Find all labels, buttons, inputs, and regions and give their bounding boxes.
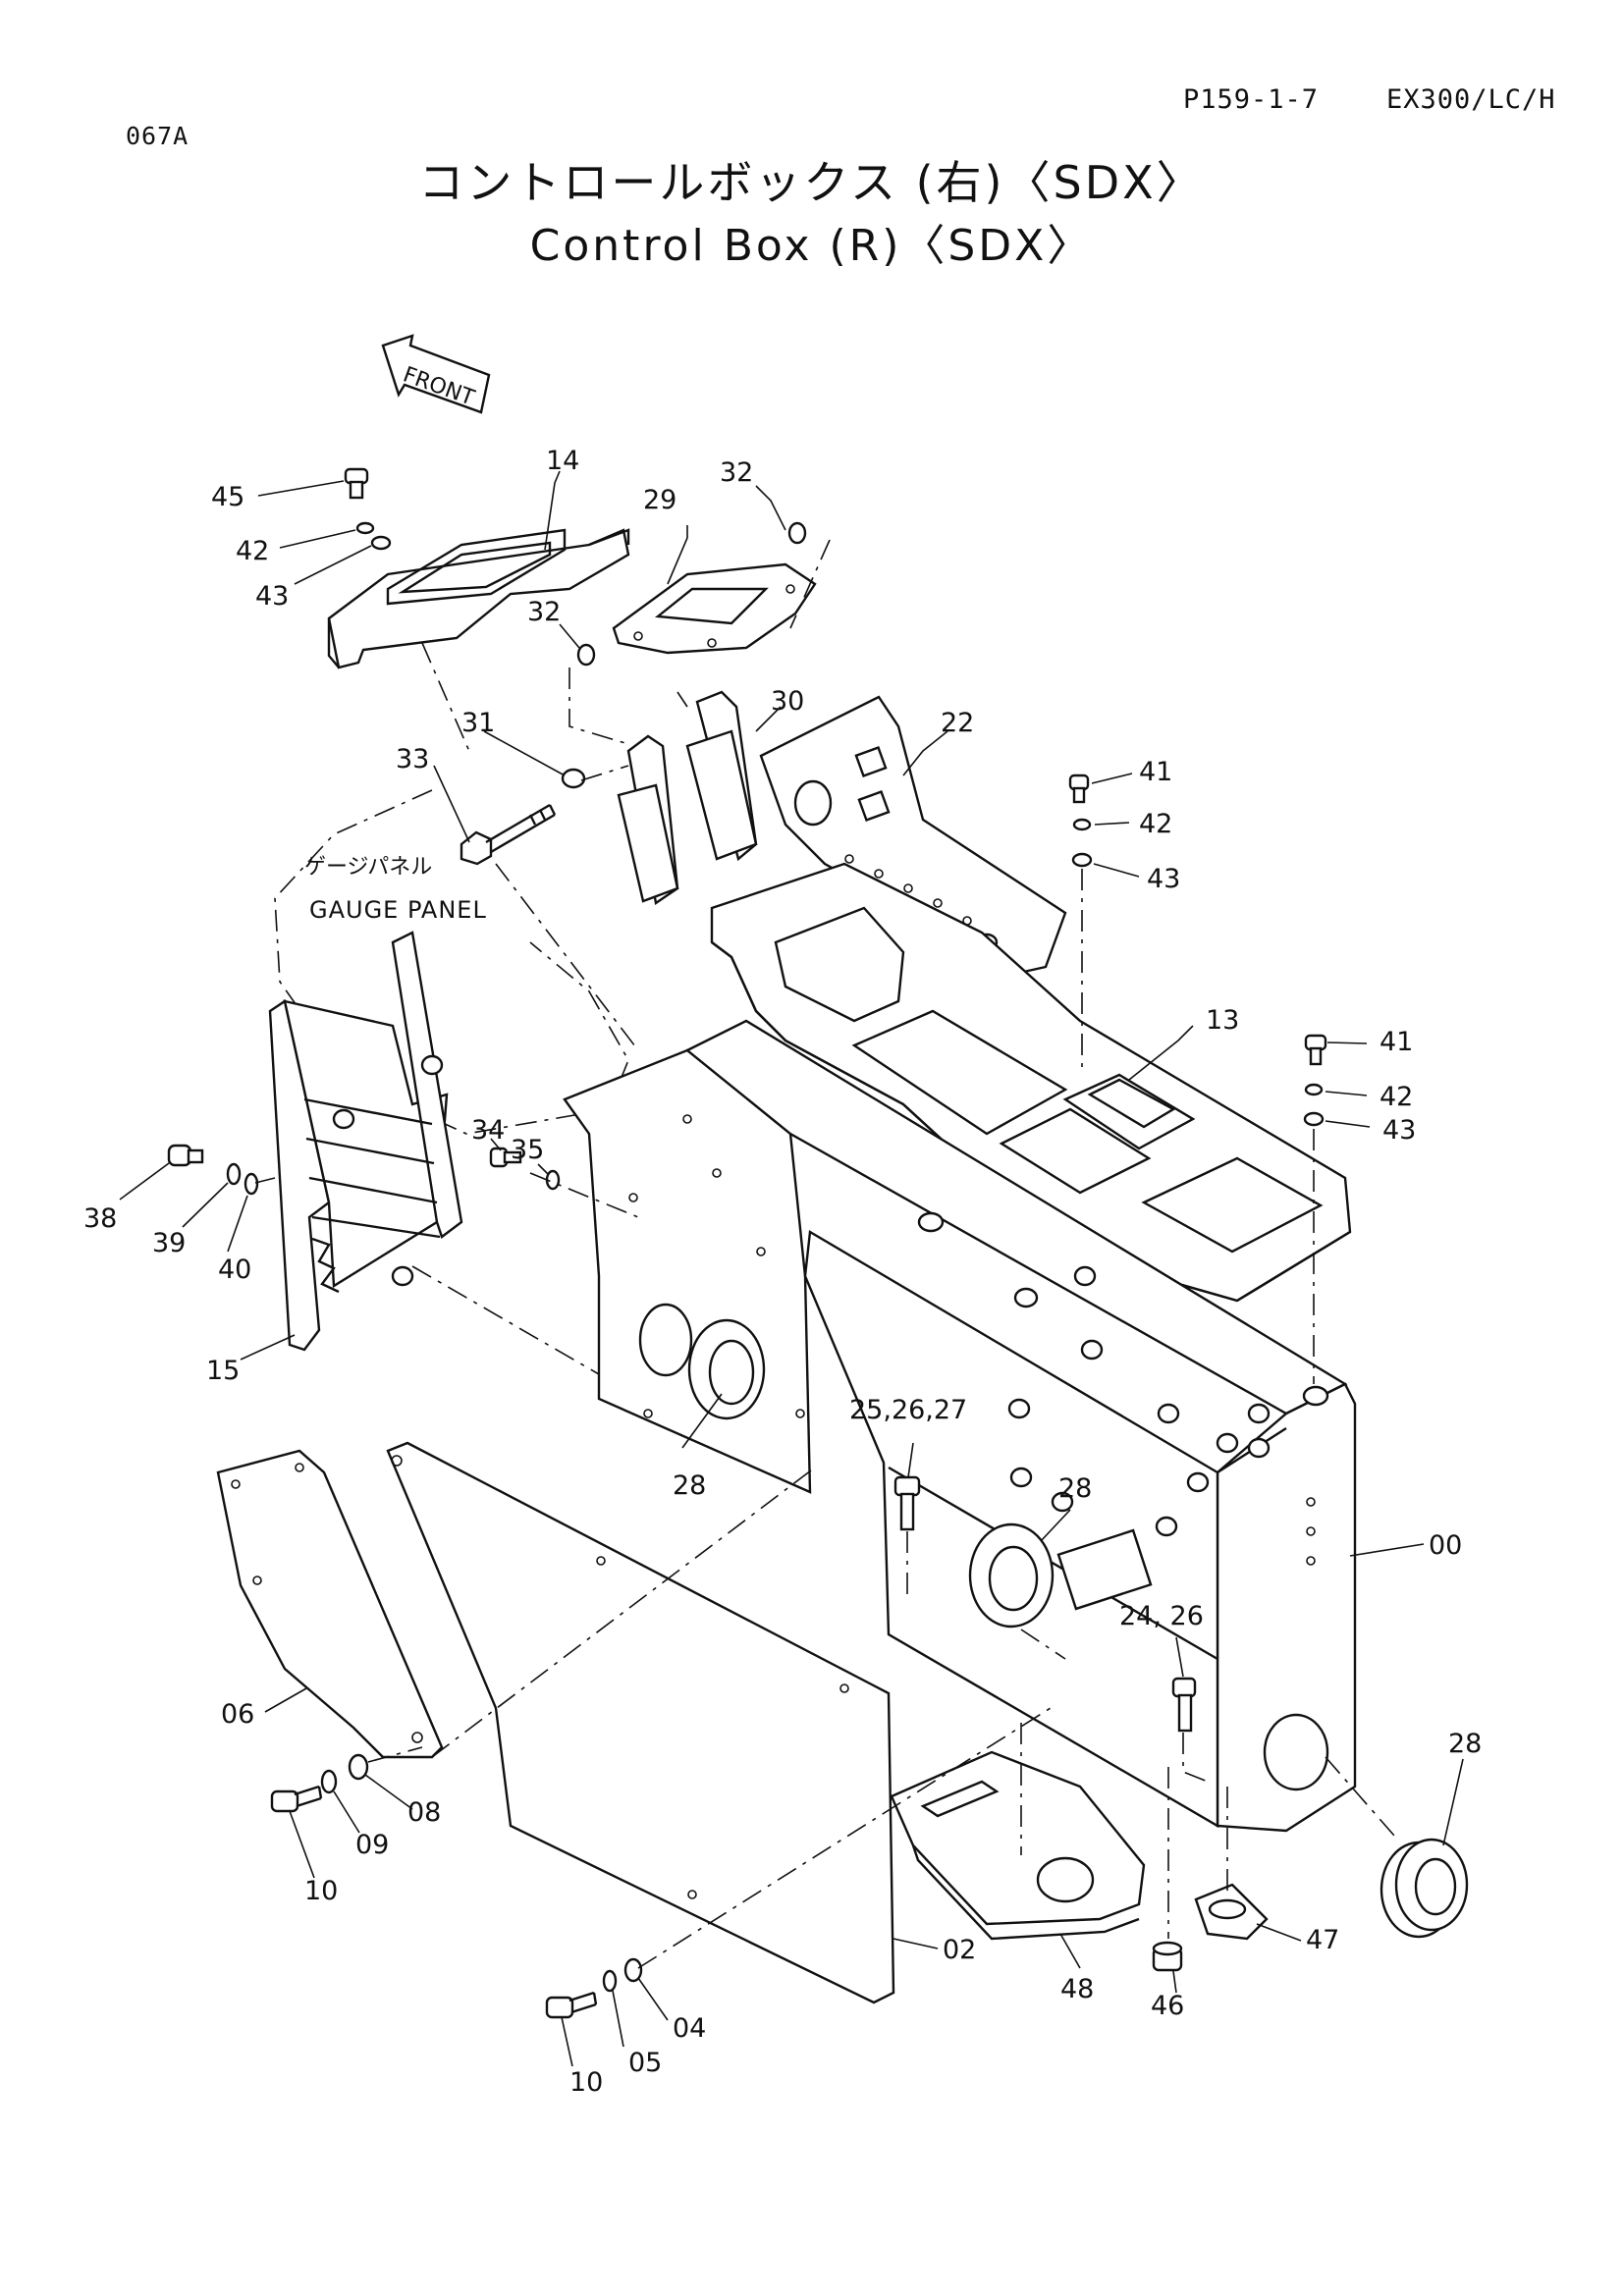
bolt-10b bbox=[545, 1991, 598, 2019]
front-arrow-icon: FRONT bbox=[381, 334, 491, 414]
callout-10a: 10 bbox=[304, 1876, 338, 1906]
part-14-upper-cover bbox=[327, 528, 630, 669]
callout-41b: 41 bbox=[1380, 1027, 1413, 1057]
callout-06: 06 bbox=[221, 1699, 254, 1730]
callout-29: 29 bbox=[643, 485, 676, 515]
callout-42a: 42 bbox=[236, 536, 269, 566]
screw-41a bbox=[1068, 774, 1090, 804]
callout-labels: 45 14 32 42 43 29 32 30 31 33 22 41 42 4… bbox=[83, 446, 1482, 2098]
page-reference: P159-1-7 bbox=[1183, 84, 1320, 115]
callout-48: 48 bbox=[1060, 1974, 1094, 2004]
model-number: EX300/LC/H bbox=[1386, 84, 1556, 115]
callout-04: 04 bbox=[673, 2013, 706, 2044]
lock-washer-42a bbox=[355, 521, 375, 535]
callout-15: 15 bbox=[206, 1356, 240, 1386]
grommet-47 bbox=[1194, 1883, 1269, 1941]
washer-08 bbox=[348, 1753, 369, 1781]
callout-31: 31 bbox=[461, 708, 495, 738]
front-label: FRONT bbox=[400, 362, 478, 410]
callout-38: 38 bbox=[83, 1203, 117, 1234]
grommet-28 bbox=[1380, 1838, 1469, 1939]
lock-washer-05 bbox=[602, 1969, 618, 1993]
callout-45: 45 bbox=[211, 482, 244, 512]
bolt-25-26-27 bbox=[893, 1475, 921, 1531]
lock-washer-40 bbox=[243, 1172, 259, 1196]
callout-00: 00 bbox=[1429, 1530, 1462, 1561]
washer-39 bbox=[226, 1162, 242, 1186]
part-30-bracket bbox=[617, 690, 758, 906]
callout-43b: 43 bbox=[1147, 864, 1180, 894]
callout-24-26: 24, 26 bbox=[1119, 1601, 1204, 1631]
callout-32b: 32 bbox=[527, 597, 561, 627]
callout-28a: 28 bbox=[673, 1470, 706, 1501]
washer-31 bbox=[561, 768, 586, 789]
lock-washer-42c bbox=[1304, 1083, 1324, 1096]
lock-washer-09 bbox=[320, 1769, 338, 1794]
callout-46: 46 bbox=[1151, 1991, 1184, 2021]
callout-22: 22 bbox=[941, 708, 974, 738]
callout-10b: 10 bbox=[569, 2067, 603, 2098]
screw-38 bbox=[167, 1144, 204, 1167]
callout-40: 40 bbox=[218, 1255, 251, 1285]
callout-13: 13 bbox=[1206, 1005, 1239, 1036]
screw-41b bbox=[1304, 1034, 1327, 1066]
callout-35: 35 bbox=[511, 1135, 544, 1165]
callout-28b: 28 bbox=[1058, 1473, 1092, 1504]
bolt-10a bbox=[270, 1785, 323, 1813]
bolt-33 bbox=[460, 803, 557, 866]
bolt-24-26 bbox=[1171, 1677, 1197, 1733]
alignment-lines bbox=[254, 539, 1395, 1969]
callout-39: 39 bbox=[152, 1228, 186, 1258]
callout-28c: 28 bbox=[1448, 1729, 1482, 1759]
title-japanese: コントロールボックス (右)〈SDX〉 bbox=[418, 156, 1205, 209]
callout-43a: 43 bbox=[255, 581, 289, 612]
washer-04 bbox=[623, 1957, 643, 1983]
callout-32a: 32 bbox=[720, 457, 753, 488]
callout-25-26-27: 25,26,27 bbox=[849, 1395, 967, 1425]
leader-lines bbox=[119, 470, 1464, 2067]
callout-14: 14 bbox=[546, 446, 579, 476]
screw-45 bbox=[344, 467, 369, 500]
washer-43a bbox=[370, 535, 392, 551]
callout-41a: 41 bbox=[1139, 757, 1172, 787]
drawing-code: 067A bbox=[126, 122, 189, 150]
part-06-side-cover bbox=[216, 1449, 444, 1759]
part-00-control-box bbox=[563, 1019, 1357, 1833]
callout-30: 30 bbox=[771, 686, 804, 717]
callout-33: 33 bbox=[396, 744, 429, 774]
washer-32a bbox=[787, 521, 807, 545]
part-29-plate bbox=[612, 562, 817, 655]
washer-43c bbox=[1303, 1111, 1325, 1127]
cap-46 bbox=[1152, 1941, 1183, 1972]
gauge-panel-label-jp: ゲージパネル bbox=[304, 855, 432, 880]
callout-09: 09 bbox=[355, 1830, 389, 1860]
part-02-side-panel bbox=[386, 1441, 895, 2004]
callout-08: 08 bbox=[407, 1797, 441, 1828]
washer-43b bbox=[1071, 852, 1093, 868]
part-48-bottom-plate bbox=[890, 1750, 1146, 1941]
washer-32b bbox=[576, 643, 596, 667]
part-15-bracket bbox=[268, 931, 463, 1352]
callout-43c: 43 bbox=[1382, 1115, 1416, 1146]
callout-47: 47 bbox=[1306, 1925, 1339, 1955]
callout-02: 02 bbox=[943, 1935, 976, 1965]
callout-42b: 42 bbox=[1139, 809, 1172, 839]
callout-34: 34 bbox=[471, 1115, 505, 1146]
gauge-panel-label-en: GAUGE PANEL bbox=[309, 896, 487, 924]
title-english: Control Box (R)〈SDX〉 bbox=[529, 221, 1094, 271]
callout-42c: 42 bbox=[1380, 1082, 1413, 1112]
lock-washer-42b bbox=[1072, 818, 1092, 831]
callout-05: 05 bbox=[628, 2048, 662, 2078]
screw-34 bbox=[489, 1147, 522, 1168]
